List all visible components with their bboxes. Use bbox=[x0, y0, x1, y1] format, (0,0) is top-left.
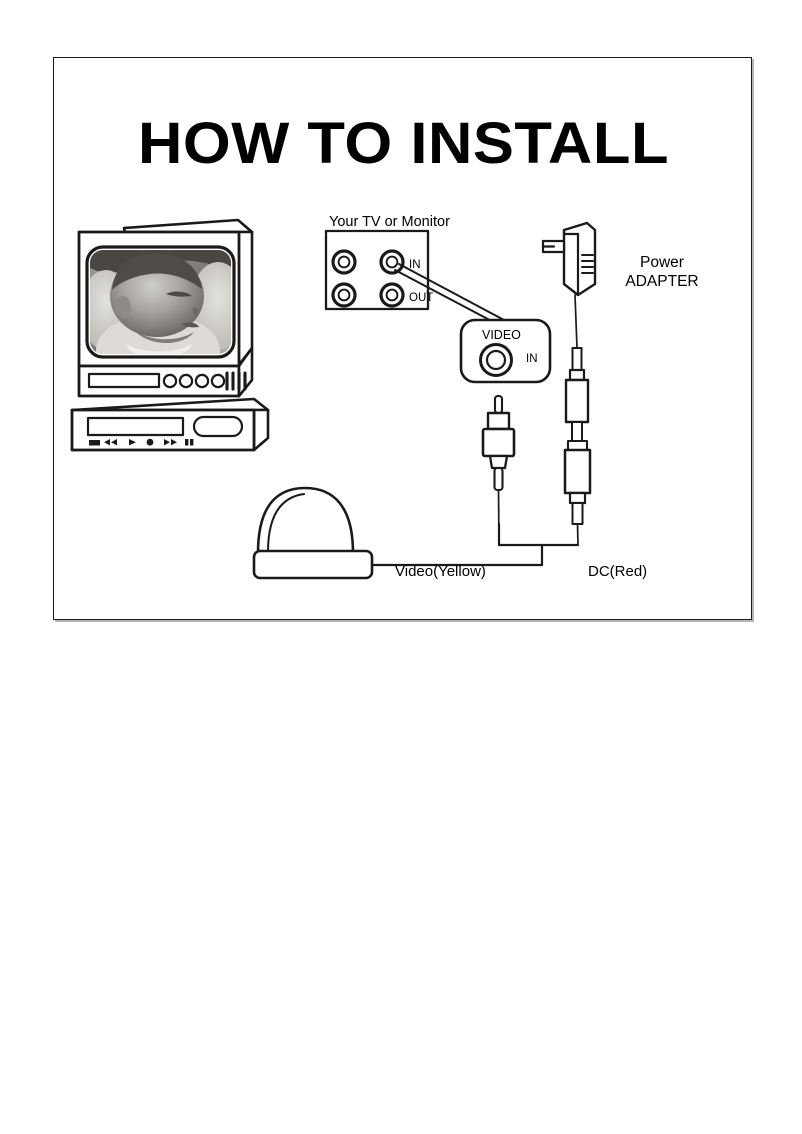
tv-monitor-device bbox=[70, 218, 270, 452]
camera-cable-routing bbox=[370, 522, 580, 567]
label-jack-out: OUT bbox=[409, 292, 434, 304]
video-link-wire bbox=[394, 263, 505, 327]
vcr-transport-buttons bbox=[89, 438, 194, 446]
tv-screen-image bbox=[90, 250, 231, 354]
label-video-port: VIDEO bbox=[482, 328, 521, 342]
label-your-tv-or-monitor: Your TV or Monitor bbox=[329, 214, 450, 230]
label-power-adapter-line1: Power bbox=[640, 254, 684, 271]
label-jack-in: IN bbox=[409, 259, 421, 271]
page-title: HOW TO INSTALL bbox=[137, 111, 670, 176]
power-adapter-device bbox=[541, 221, 597, 349]
page-frame: HOW TO INSTALL bbox=[53, 57, 752, 620]
label-video-yellow: Video(Yellow) bbox=[395, 563, 486, 580]
dc-barrel-connector bbox=[563, 347, 592, 546]
rca-video-plug bbox=[481, 394, 516, 546]
label-power-adapter-line2: ADAPTER bbox=[625, 272, 699, 290]
label-dc-red: DC(Red) bbox=[588, 563, 648, 580]
video-receiver-module bbox=[459, 318, 552, 384]
dome-camera-device bbox=[252, 486, 374, 580]
label-video-in: IN bbox=[526, 353, 538, 365]
